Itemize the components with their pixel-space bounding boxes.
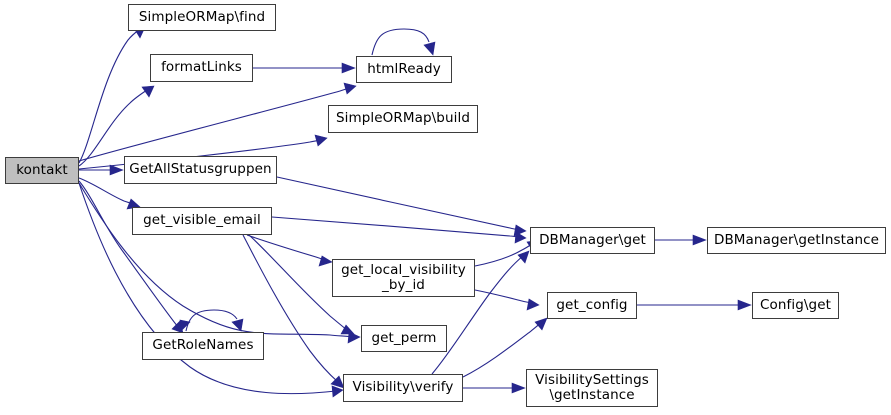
node-simpleormap-find[interactable]: SimpleORMap\find	[128, 4, 276, 31]
edge-kontakt-to-get-perm	[78, 182, 361, 344]
edge-visibility-verify-to-get-config	[462, 317, 548, 378]
edge-kontakt-to-visibility-verify	[78, 182, 344, 398]
node-get-config[interactable]: get_config	[547, 292, 637, 319]
node-visibility-verify[interactable]: Visibility\verify	[343, 374, 463, 402]
node-label: kontakt	[16, 161, 68, 178]
node-config-get[interactable]: Config\get	[752, 292, 839, 319]
node-htmlready[interactable]: htmlReady	[356, 56, 452, 83]
node-dbmanager-getinstance[interactable]: DBManager\getInstance	[707, 227, 886, 254]
edge-get-visible-email-to-dbmanager-get	[271, 216, 527, 244]
node-formatlinks[interactable]: formatLinks	[150, 54, 253, 82]
edge-dbmanager-get-to-getinstance	[655, 234, 707, 246]
node-get-local-visibility-by-id[interactable]: get_local_visibility _by_id	[332, 259, 475, 297]
node-getrolenames[interactable]: GetRoleNames	[142, 332, 264, 360]
node-label: Config\get	[759, 296, 832, 313]
node-label: formatLinks	[161, 59, 242, 76]
edge-get-visible-email-to-get-local-visibility	[246, 234, 333, 267]
node-label: GetAllStatusgruppen	[129, 161, 272, 178]
edge-get-visible-email-to-visibility-verify	[242, 234, 345, 389]
node-get-visible-email[interactable]: get_visible_email	[132, 207, 272, 235]
edge-visibility-verify-to-visibilitysettings	[463, 382, 526, 394]
node-visibilitysettings-getinstance[interactable]: VisibilitySettings \getInstance	[526, 369, 658, 407]
node-label: SimpleORMap\build	[335, 110, 471, 127]
node-dbmanager-get[interactable]: DBManager\get	[530, 227, 655, 254]
edge-get-config-to-config-get	[637, 299, 752, 311]
node-label: DBManager\get	[539, 231, 646, 248]
node-label: SimpleORMap\find	[138, 8, 266, 25]
node-label: htmlReady	[367, 60, 441, 77]
node-label: get_local_visibility _by_id	[341, 261, 466, 293]
edge-getrolenames-self-loop	[179, 309, 244, 332]
node-label: DBManager\getInstance	[713, 231, 880, 248]
edge-kontakt-to-simpleormap-find	[78, 24, 147, 164]
edge-visibility-verify-to-dbmanager-get	[431, 250, 530, 375]
edge-kontakt-to-htmlready	[78, 82, 357, 162]
node-label: get_visible_email	[143, 212, 261, 229]
edge-kontakt-to-formatlinks	[78, 85, 155, 167]
node-label: GetRoleNames	[152, 337, 254, 354]
node-get-perm[interactable]: get_perm	[361, 325, 447, 352]
node-label: get_config	[556, 296, 628, 313]
node-getallstatusgruppen[interactable]: GetAllStatusgruppen	[124, 156, 277, 184]
edge-get-visible-email-to-get-perm	[248, 234, 355, 335]
edge-formatlinks-to-htmlready	[253, 62, 356, 74]
edge-kontakt-to-getallstatusgruppen	[79, 164, 124, 176]
node-label: get_perm	[371, 329, 437, 346]
node-kontakt[interactable]: kontakt	[5, 157, 79, 184]
node-label: VisibilitySettings \getInstance	[535, 371, 649, 403]
node-label: Visibility\verify	[352, 379, 454, 396]
edge-htmlready-self-loop	[371, 28, 436, 56]
node-simpleormap-build[interactable]: SimpleORMap\build	[328, 105, 478, 133]
edge-get-local-visibility-to-get-config	[474, 289, 540, 311]
